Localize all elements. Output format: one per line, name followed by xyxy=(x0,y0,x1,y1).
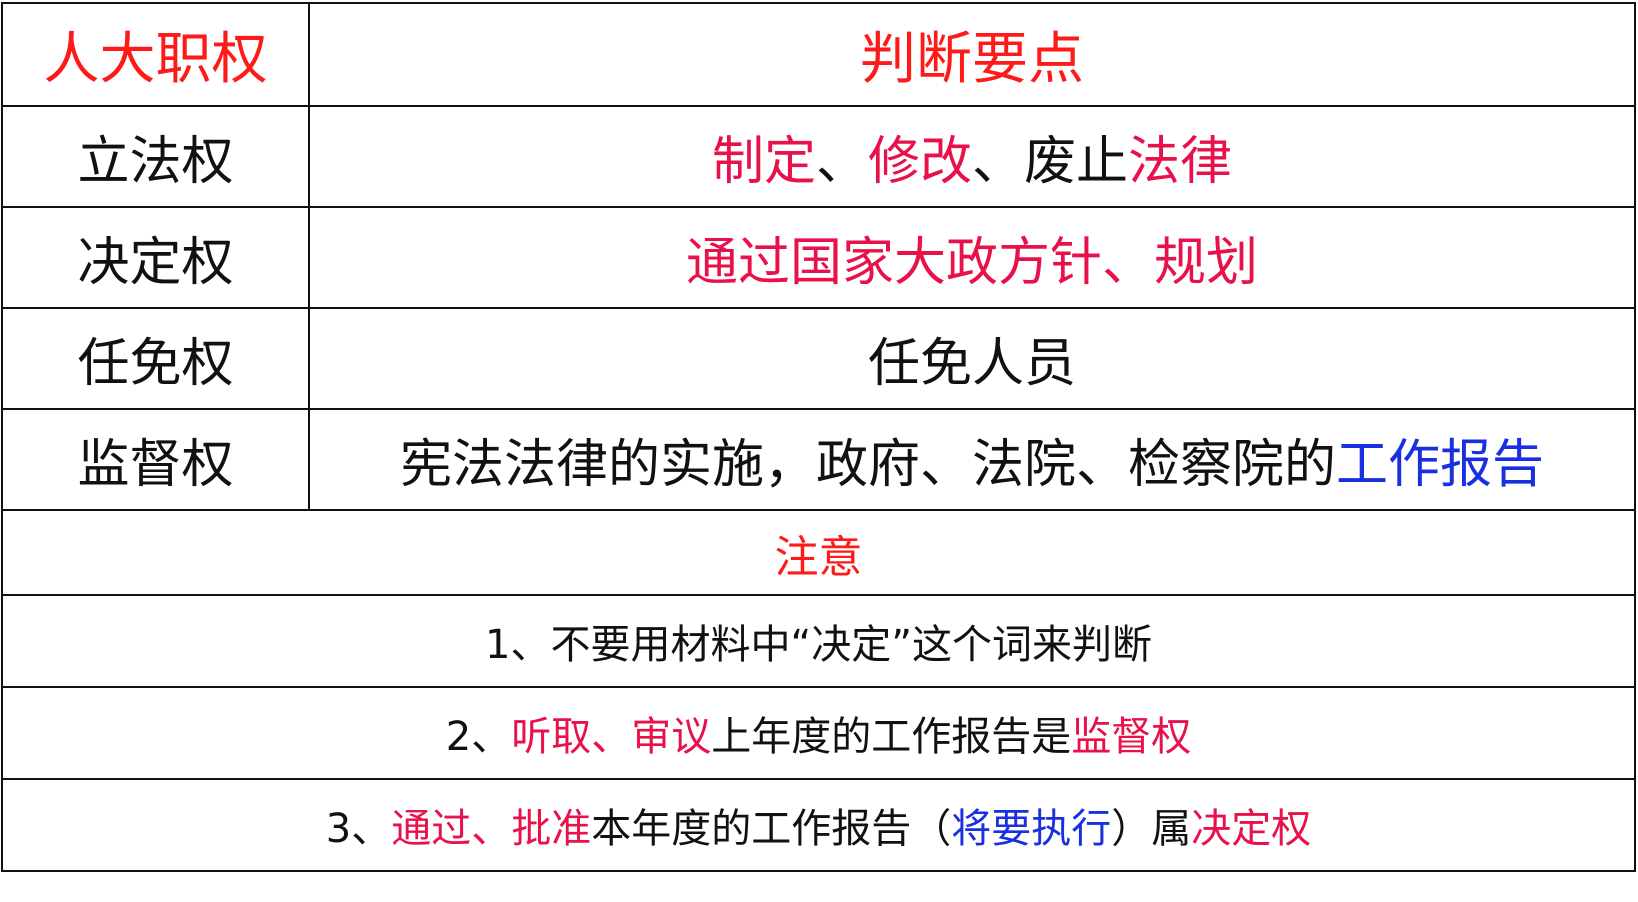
power-point: 宪法法律的实施，政府、法院、检察院的工作报告 xyxy=(308,408,1636,511)
power-name: 决定权 xyxy=(1,206,310,309)
text-segment: 上年度的工作报告是 xyxy=(711,714,1072,760)
notes-title: 注意 xyxy=(1,509,1636,596)
text-segment: 监督权 xyxy=(1071,714,1192,760)
power-point: 通过国家大政方针、规划 xyxy=(308,206,1636,309)
power-point: 任免人员 xyxy=(308,307,1636,410)
table-row: 决定权 通过国家大政方针、规划 xyxy=(1,206,1636,309)
note-row: 2、听取、审议上年度的工作报告是监督权 xyxy=(1,686,1636,780)
power-name: 立法权 xyxy=(1,105,310,208)
text-segment: ）属 xyxy=(1111,806,1192,852)
note-text: 1、不要用材料中“决定”这个词来判断 xyxy=(1,594,1636,688)
text-segment: 听取、审议 xyxy=(511,714,712,760)
power-name: 任免权 xyxy=(1,307,310,410)
note-text: 3、通过、批准本年度的工作报告（将要执行）属决定权 xyxy=(1,778,1636,872)
text-segment: 法律 xyxy=(1128,132,1233,192)
header-key-points: 判断要点 xyxy=(308,2,1636,107)
header-powers: 人大职权 xyxy=(1,2,310,107)
npc-powers-table: 人大职权 判断要点 立法权 制定、修改、废止法律 决定权 通过国家大政方针、规划… xyxy=(1,2,1636,872)
text-segment: 将要执行 xyxy=(951,806,1112,852)
table-row: 任免权 任免人员 xyxy=(1,307,1636,410)
table-row: 监督权 宪法法律的实施，政府、法院、检察院的工作报告 xyxy=(1,408,1636,511)
notes-title-row: 注意 xyxy=(1,509,1636,596)
text-segment: 修改 xyxy=(867,132,972,192)
text-segment: 1、不要用材料中“决定”这个词来判断 xyxy=(485,622,1152,668)
power-name: 监督权 xyxy=(1,408,310,511)
text-segment: 制定 xyxy=(711,132,816,192)
text-segment: 宪法法律的实施，政府、法院、检察院的 xyxy=(399,435,1336,495)
text-segment: 任免人员 xyxy=(867,334,1076,394)
note-row: 3、通过、批准本年度的工作报告（将要执行）属决定权 xyxy=(1,778,1636,872)
note-row: 1、不要用材料中“决定”这个词来判断 xyxy=(1,594,1636,688)
note-text: 2、听取、审议上年度的工作报告是监督权 xyxy=(1,686,1636,780)
text-segment: 3、 xyxy=(325,806,392,852)
power-point: 制定、修改、废止法律 xyxy=(308,105,1636,208)
text-segment: 本年度的工作报告（ xyxy=(591,806,952,852)
text-segment: 通过国家大政方针、规划 xyxy=(685,233,1258,293)
text-segment: 、 xyxy=(815,132,868,192)
text-segment: 、废止 xyxy=(972,132,1129,192)
header-row: 人大职权 判断要点 xyxy=(1,2,1636,107)
text-segment: 工作报告 xyxy=(1336,435,1545,495)
text-segment: 通过、批准 xyxy=(391,806,592,852)
text-segment: 2、 xyxy=(445,714,512,760)
table-row: 立法权 制定、修改、废止法律 xyxy=(1,105,1636,208)
text-segment: 决定权 xyxy=(1191,806,1312,852)
